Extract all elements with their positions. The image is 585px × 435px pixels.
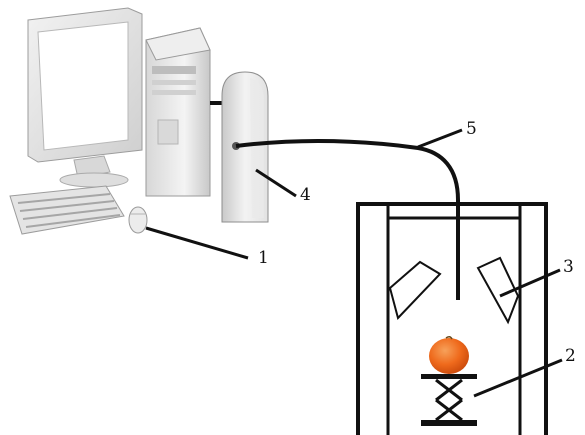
callout-label-1: 1 (258, 248, 269, 268)
computer-tower-icon (145, 27, 211, 197)
spectrometer-icon (221, 71, 269, 223)
callout-line-3 (499, 268, 561, 298)
mouse-icon (128, 206, 148, 234)
orange-fruit-icon (429, 335, 469, 374)
lift-stage (421, 374, 477, 426)
callout-label-3: 3 (563, 257, 574, 277)
callout-line-4 (255, 168, 297, 198)
light-source-icon (388, 256, 520, 325)
callout-line-5 (417, 128, 463, 149)
callout-line-1 (145, 226, 249, 260)
callout-line-2 (473, 358, 563, 398)
optical-fiber (235, 138, 460, 300)
callout-label-4: 4 (300, 185, 311, 205)
dark-chamber (356, 202, 548, 435)
callout-label-5: 5 (466, 119, 477, 139)
computer-monitor-icon (27, 7, 143, 188)
keyboard-icon (9, 185, 125, 235)
callout-label-2: 2 (565, 346, 576, 366)
